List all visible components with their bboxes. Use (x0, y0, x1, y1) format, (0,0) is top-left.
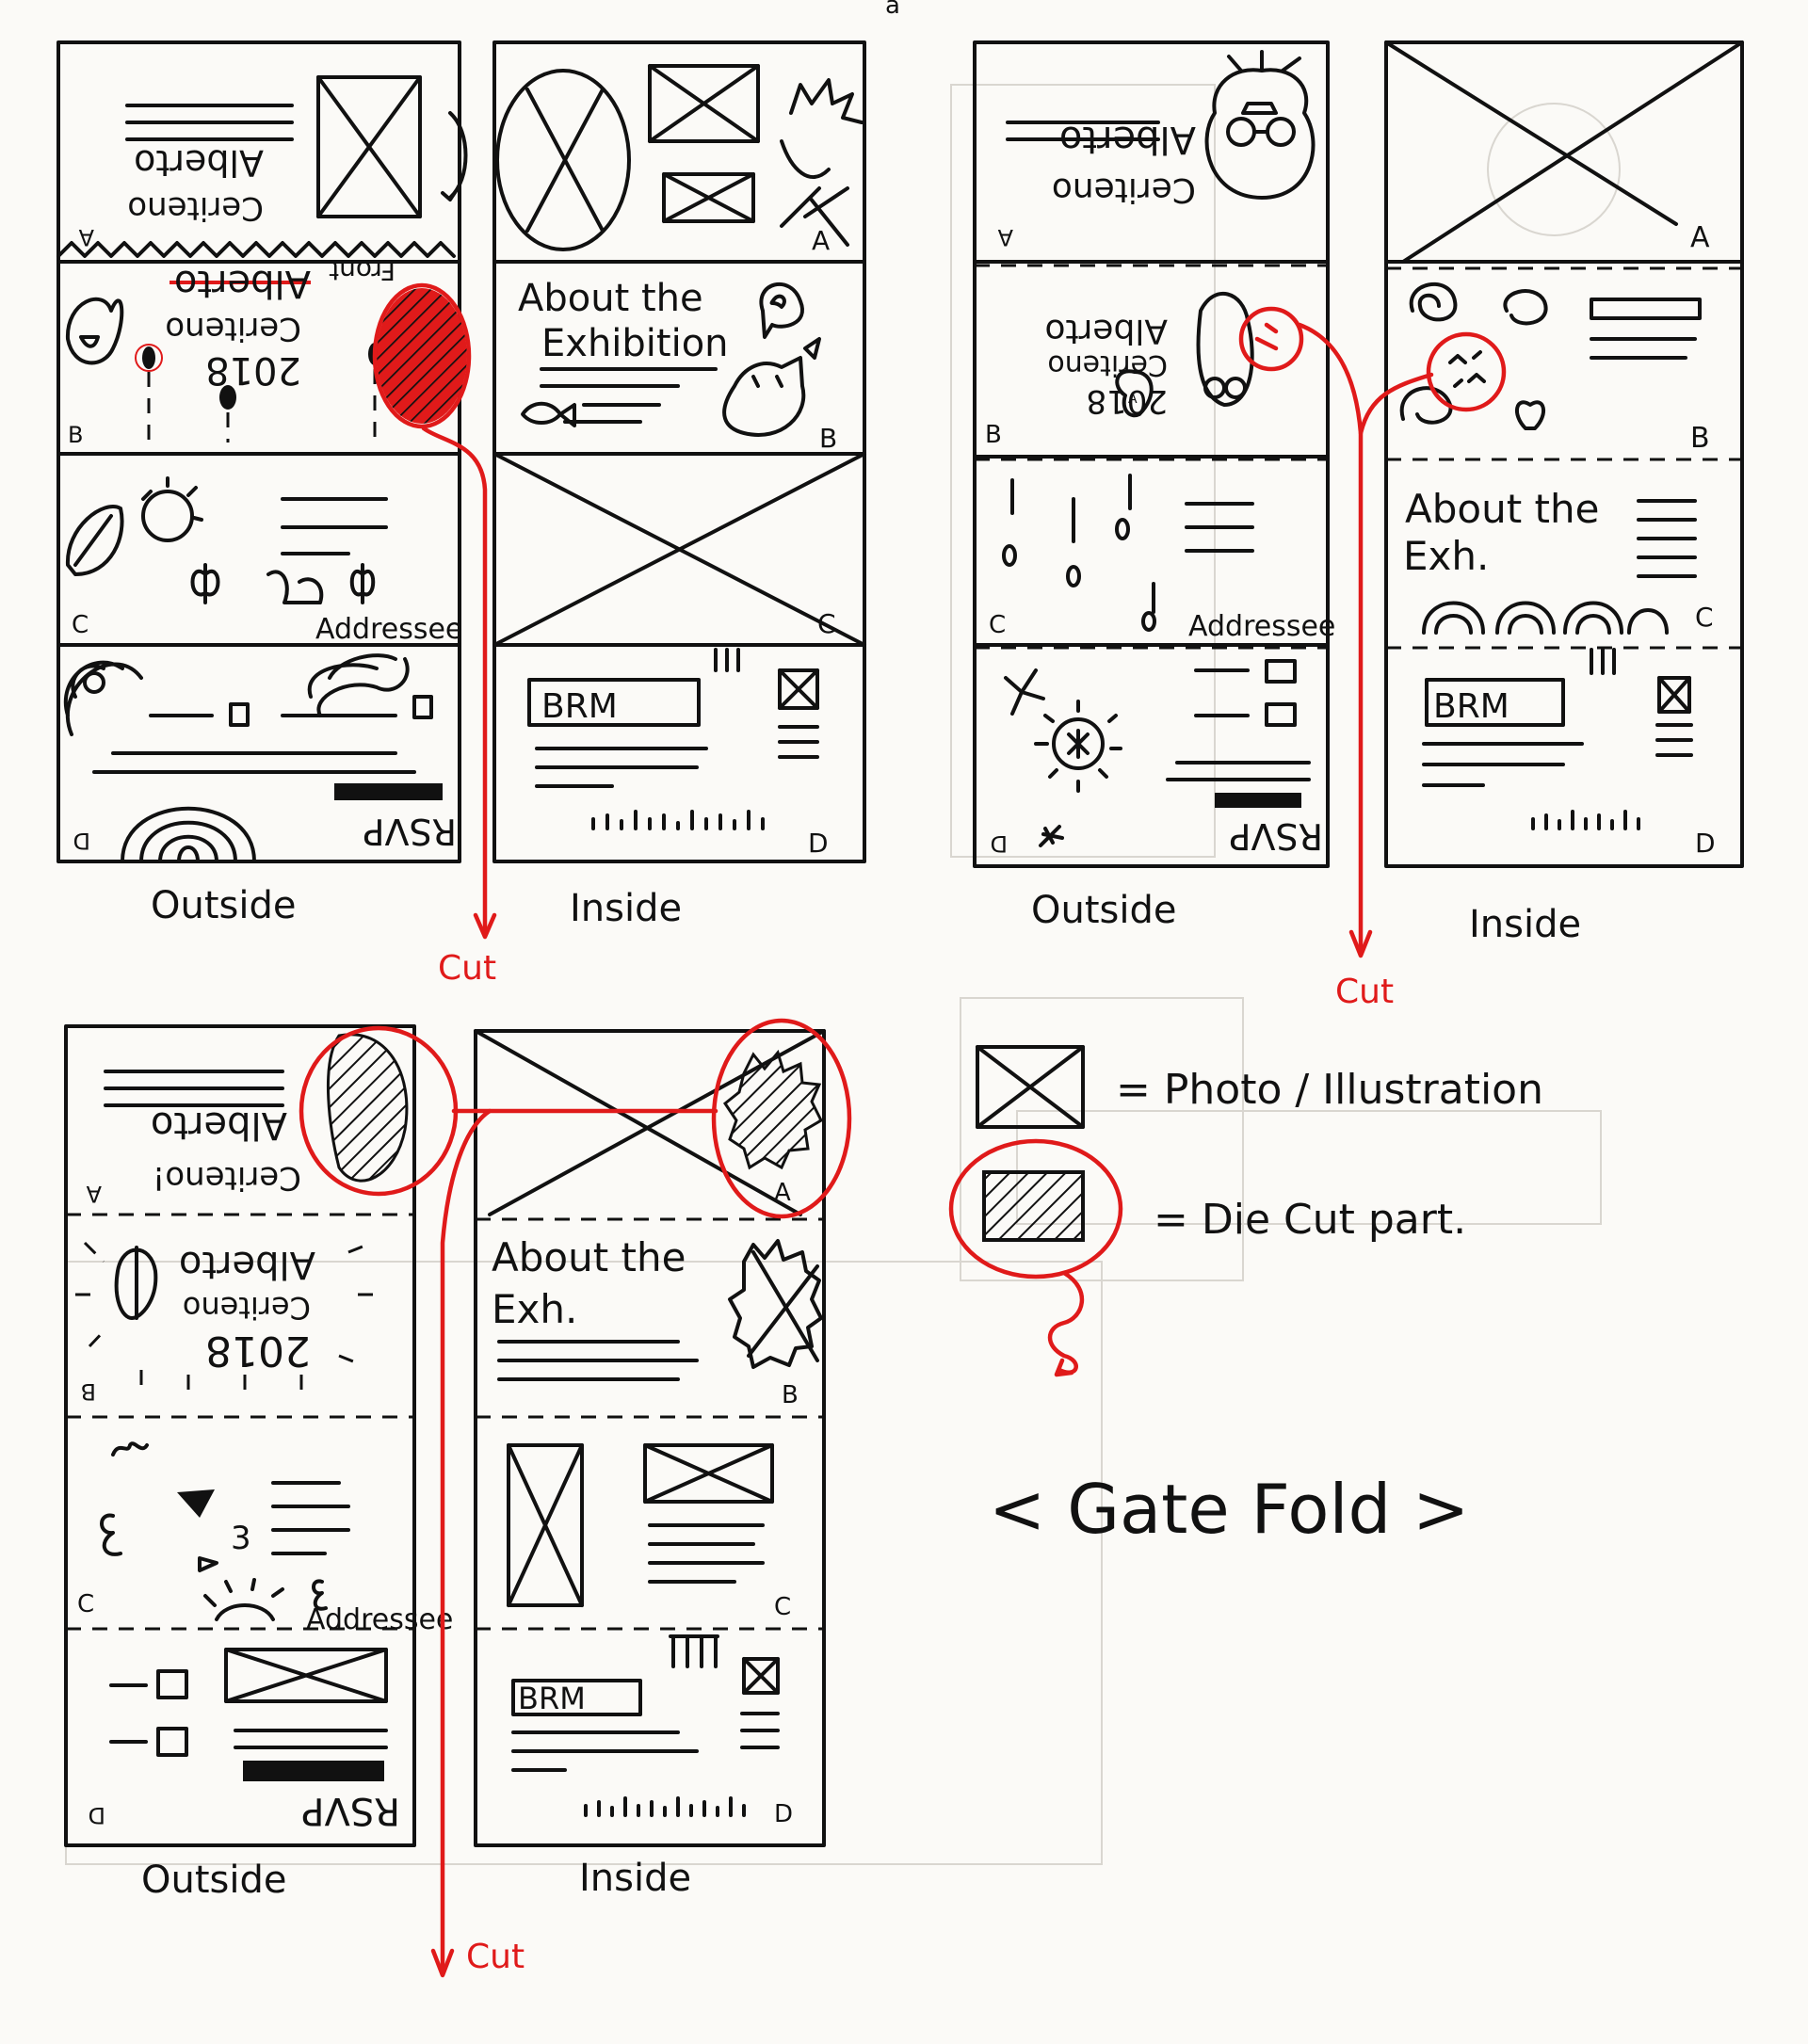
panel-letter-a: A (86, 1181, 102, 1207)
set2-brm: BRM (1433, 687, 1509, 726)
set2-alberto-b: Alberto (1044, 312, 1168, 350)
set1-cut-label: Cut (438, 949, 496, 988)
set3-inside-caption: Inside (579, 1857, 691, 1900)
panel-letter-b: B (782, 1381, 799, 1409)
panel-letter-b: B (81, 1378, 96, 1405)
panel-letter-a: A (812, 225, 830, 256)
set1-inside-caption: Inside (570, 887, 682, 930)
set3-outside-panel: Ceriteno! Alberto A 2018 Ceriteno Albert… (64, 1024, 459, 1847)
set3-about-line1: About the (492, 1234, 686, 1280)
set1-inside-panel: A About the Exhibition B C BRM D (492, 40, 866, 863)
photo-placeholder (316, 75, 422, 218)
panel-letter-c: C (72, 611, 89, 639)
set3-ceriteno: Ceriteno! (153, 1159, 301, 1197)
set1-alberto: Alberto (174, 262, 311, 305)
set2-outside-panel: Ceriteno Alberto A 2018 Ceriteno Alberto… (973, 40, 1335, 868)
set3-rsvp: RSVP (301, 1789, 400, 1832)
top-mark-text: a (885, 0, 900, 20)
set3-addressee: Addressee (306, 1603, 453, 1636)
set3-year: 2018 (205, 1327, 311, 1375)
set2-inside-panel: A B About the Exh. C BRM (1384, 40, 1744, 868)
panel-letter-a: A (78, 224, 94, 250)
panel-letter-a: A (1690, 221, 1710, 254)
set3-alberto: Alberto (151, 1103, 287, 1147)
set1-front-label: Front (329, 255, 396, 286)
panel-letter-a: A (774, 1179, 791, 1207)
set2-about-line1: About the (1405, 486, 1599, 532)
set2-about-line2: Exh. (1403, 533, 1489, 579)
panel-letter-b: B (1690, 422, 1710, 455)
set3-alberto-b: Alberto (179, 1243, 315, 1286)
panel-letter-c: C (77, 1590, 94, 1618)
set3-inside-panel: A About the Exh. B C BRM (474, 1018, 852, 1847)
set3-num-three: 3 (231, 1520, 251, 1557)
set1-year: 2018 (205, 348, 301, 392)
panel-letter-b: B (68, 422, 83, 448)
panel-letter-d: D (774, 1800, 793, 1828)
set3-about-line2: Exh. (492, 1286, 577, 1332)
panel-letter-d: D (1695, 828, 1716, 859)
set3-cut-label: Cut (466, 1938, 525, 1976)
set2-rsvp: RSVP (1230, 815, 1323, 857)
set2-ceriteno: Ceriteno (1052, 170, 1196, 209)
set2-ceriteno-b: Ceriteno (1047, 348, 1168, 381)
set3-outside-caption: Outside (141, 1859, 286, 1902)
legend-die-cut-label: = Die Cut part. (1154, 1196, 1466, 1244)
set1-brm: BRM (541, 687, 618, 726)
panel-letter-c: C (1695, 602, 1714, 633)
set2-inside-caption: Inside (1469, 903, 1581, 946)
panel-letter-d: D (89, 1802, 105, 1828)
set1-rsvp: RSVP (363, 811, 457, 852)
panel-letter-b: B (985, 421, 1002, 449)
set2-outside-caption: Outside (1031, 889, 1176, 932)
set3-brm: BRM (518, 1681, 586, 1716)
legend-photo-icon (976, 1045, 1085, 1129)
legend: = Photo / Illustration = Die Cut part. (948, 1045, 1543, 1377)
set2-addressee: Addressee (1188, 610, 1335, 643)
panel-letter-c: C (989, 611, 1006, 639)
set2-cut-label: Cut (1335, 973, 1394, 1011)
panel-letter-c: C (817, 608, 836, 639)
set1-about-line2: Exhibition (541, 322, 729, 365)
set1-outside-panel: Ceriteno Alberto A Front 2018 Ceriteno A… (56, 40, 472, 863)
set1-ceriteno: Ceriteno (165, 310, 301, 347)
sheet-title: < Gate Fold > (989, 1470, 1469, 1549)
legend-die-cut-icon (982, 1170, 1085, 1242)
panel-letter-d: D (991, 830, 1008, 857)
set1-front-name-line2: Ceriteno (127, 189, 264, 227)
panel-letter-b: B (819, 423, 837, 454)
legend-photo-label: = Photo / Illustration (1116, 1066, 1543, 1114)
set1-addressee: Addressee (315, 613, 462, 646)
panel-letter-d: D (808, 828, 829, 859)
set1-front-name-line1: Alberto (134, 142, 264, 184)
set1-outside-caption: Outside (151, 884, 296, 927)
panel-letter-a: A (997, 224, 1013, 250)
set3-ceriteno-b: Ceriteno (183, 1290, 311, 1326)
panel-letter-c: C (774, 1593, 791, 1621)
panel-letter-d: D (73, 828, 90, 854)
set1-about-line1: About the (518, 277, 703, 320)
set2-heart-a: A (1128, 392, 1138, 407)
